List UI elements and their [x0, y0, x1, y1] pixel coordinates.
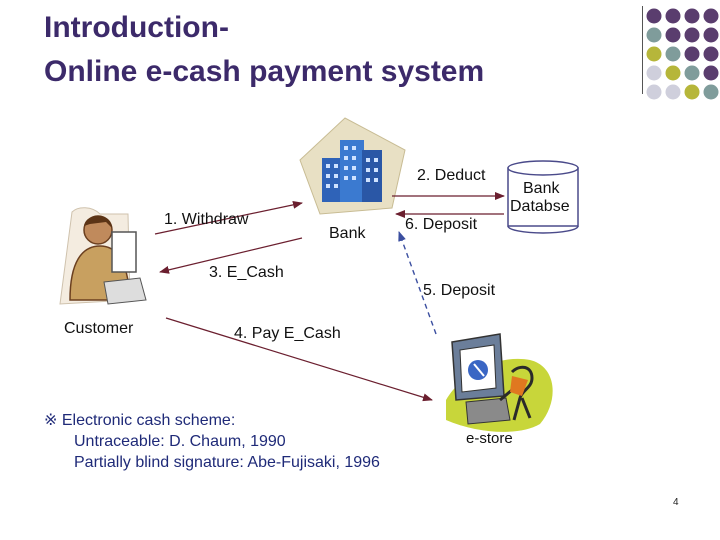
scheme-item-2: Partially blind signature: Abe-Fujisaki,… — [74, 454, 380, 471]
label-ecash: 3. E_Cash — [209, 264, 284, 281]
decorative-dot — [646, 8, 662, 24]
scheme-heading: ※ Electronic cash scheme: — [44, 412, 236, 429]
label-estore: e-store — [466, 430, 513, 447]
decorative-dot — [665, 8, 681, 24]
ecash-scheme-notes: ※ Electronic cash scheme: Untraceable: D… — [44, 410, 380, 473]
decorative-dot — [665, 27, 681, 43]
label-deposit-6: 6. Deposit — [405, 216, 478, 233]
decorative-dot — [646, 27, 662, 43]
label-pay-ecash: 4. Pay E_Cash — [234, 325, 341, 342]
arrow-ecash — [159, 237, 303, 274]
decorative-dot — [703, 8, 719, 24]
flow-arrows — [154, 192, 505, 402]
slide-title: Introduction- Online e-cash payment syst… — [44, 6, 484, 94]
label-withdraw: 1. Withdraw — [164, 211, 249, 228]
decorative-dot — [703, 27, 719, 43]
decorative-dot — [684, 65, 700, 81]
label-deduct: 2. Deduct — [417, 167, 486, 184]
label-db-bank: Bank — [523, 180, 560, 197]
customer-person-icon — [59, 207, 147, 305]
label-bank: Bank — [329, 225, 366, 242]
decorative-dot — [703, 84, 719, 100]
decorative-dot — [684, 27, 700, 43]
decorative-dot — [665, 65, 681, 81]
decorative-dot — [684, 84, 700, 100]
decorative-dot — [684, 46, 700, 62]
decorative-dot — [665, 46, 681, 62]
decorative-dot-grid — [646, 8, 719, 100]
label-db-database: Databse — [510, 198, 570, 215]
decorative-dot — [684, 8, 700, 24]
scheme-item-1: Untraceable: D. Chaum, 1990 — [74, 433, 286, 450]
arrow-withdraw — [154, 200, 303, 235]
estore-computer-icon — [446, 333, 553, 432]
title-divider — [642, 6, 643, 94]
decorative-dot — [665, 84, 681, 100]
decorative-dot — [646, 84, 662, 100]
title-line-1: Introduction- — [44, 11, 229, 44]
decorative-dot — [646, 46, 662, 62]
decorative-dot — [646, 65, 662, 81]
page-number: 4 — [673, 497, 679, 508]
bank-building-icon — [299, 117, 406, 215]
arrow-pay-ecash — [165, 317, 433, 402]
decorative-dot — [703, 65, 719, 81]
title-line-2: Online e-cash payment system — [44, 55, 485, 88]
label-customer: Customer — [64, 320, 134, 337]
database-cylinder-icon — [507, 160, 579, 234]
arrow-deposit-5 — [398, 231, 437, 335]
label-deposit-5: 5. Deposit — [423, 282, 496, 299]
decorative-dot — [703, 46, 719, 62]
